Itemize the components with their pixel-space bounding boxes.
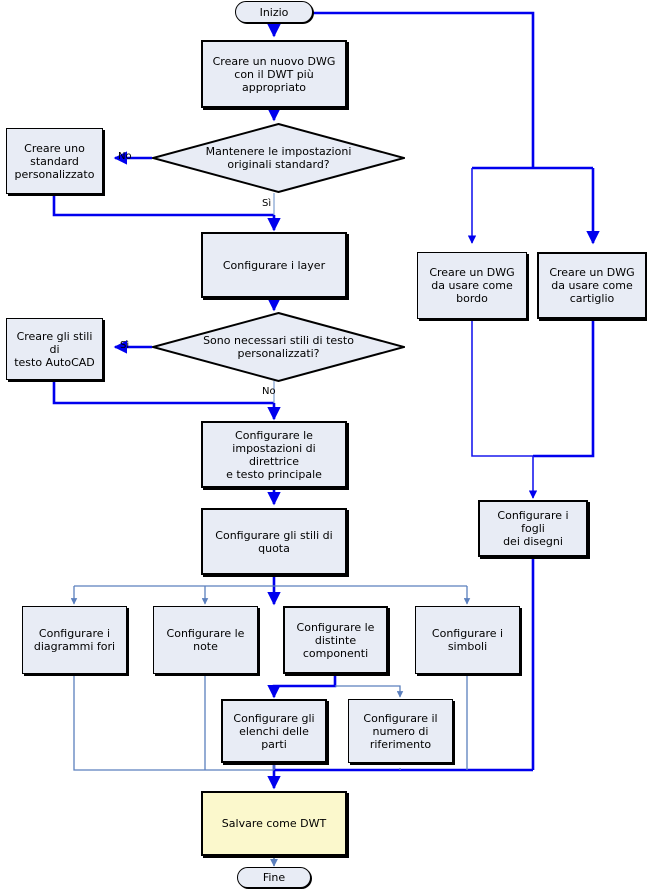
node-creare-nuovo-dwg[interactable]: Creare un nuovo DWG con il DWT più appro… bbox=[201, 40, 347, 108]
node-dwg-cartiglio[interactable]: Creare un DWG da usare come cartiglio bbox=[537, 252, 647, 319]
node-stili-quota[interactable]: Configurare gli stili di quota bbox=[201, 508, 347, 575]
node-dwg-bordo-label: Creare un DWG da usare come bordo bbox=[429, 266, 515, 305]
node-salvare-come-dwt[interactable]: Salvare come DWT bbox=[201, 791, 347, 856]
node-distinte-componenti[interactable]: Configurare le distinte componenti bbox=[283, 606, 388, 674]
node-numero-riferimento-label: Configurare il numero di riferimento bbox=[363, 711, 438, 751]
node-note-label: Configurare le note bbox=[166, 627, 245, 653]
node-note[interactable]: Configurare le note bbox=[153, 606, 258, 674]
edge-label-no-testo: No bbox=[262, 386, 276, 397]
node-distinte-componenti-label: Configurare le distinte componenti bbox=[296, 620, 375, 660]
node-fine[interactable]: Fine bbox=[237, 867, 311, 888]
node-inizio[interactable]: Inizio bbox=[235, 1, 313, 23]
node-decisione-standard[interactable]: Mantenere le impostazioni originali stan… bbox=[152, 123, 405, 193]
node-direttrice-testo-principale[interactable]: Configurare le impostazioni di direttric… bbox=[201, 421, 347, 488]
edge-label-si-standard: Sì bbox=[262, 198, 272, 209]
node-salvare-come-dwt-label: Salvare come DWT bbox=[221, 817, 327, 830]
edge-label-no-standard: No bbox=[118, 151, 132, 162]
node-decisione-stili-testo-label: Sono necessari stili di testo personaliz… bbox=[203, 334, 354, 360]
node-elenchi-parti-label: Configurare gli elenchi delle parti bbox=[233, 711, 315, 751]
node-stili-testo-autocad-label: Creare gli stili di testo AutoCAD bbox=[14, 329, 95, 369]
node-standard-personalizzato[interactable]: Creare uno standard personalizzato bbox=[6, 128, 103, 194]
node-fine-label: Fine bbox=[262, 871, 286, 884]
node-decisione-stili-testo[interactable]: Sono necessari stili di testo personaliz… bbox=[152, 312, 405, 382]
node-elenchi-parti[interactable]: Configurare gli elenchi delle parti bbox=[221, 699, 327, 763]
node-diagrammi-fori[interactable]: Configurare i diagrammi fori bbox=[22, 606, 127, 674]
decision-diamond-shape bbox=[152, 312, 405, 382]
node-fogli-disegni-label: Configurare i fogli dei disegni bbox=[497, 509, 569, 548]
node-fogli-disegni[interactable]: Configurare i fogli dei disegni bbox=[478, 500, 588, 557]
node-stili-quota-label: Configurare gli stili di quota bbox=[215, 528, 333, 555]
node-standard-personalizzato-label: Creare uno standard personalizzato bbox=[14, 141, 95, 181]
node-decisione-standard-label: Mantenere le impostazioni originali stan… bbox=[205, 145, 352, 171]
node-dwg-bordo[interactable]: Creare un DWG da usare come bordo bbox=[417, 252, 527, 319]
node-stili-testo-autocad[interactable]: Creare gli stili di testo AutoCAD bbox=[6, 318, 103, 380]
node-diagrammi-fori-label: Configurare i diagrammi fori bbox=[33, 627, 116, 653]
node-inizio-label: Inizio bbox=[259, 5, 289, 19]
node-numero-riferimento[interactable]: Configurare il numero di riferimento bbox=[348, 699, 453, 763]
edge-label-si-testo: Sì bbox=[120, 340, 130, 351]
node-direttrice-testo-principale-label: Configurare le impostazioni di direttric… bbox=[226, 428, 322, 481]
node-creare-nuovo-dwg-label: Creare un nuovo DWG con il DWT più appro… bbox=[212, 54, 336, 94]
node-configurare-layer-label: Configurare i layer bbox=[222, 258, 326, 272]
node-dwg-cartiglio-label: Creare un DWG da usare come cartiglio bbox=[549, 266, 635, 305]
node-simboli[interactable]: Configurare i simboli bbox=[415, 606, 520, 674]
node-simboli-label: Configurare i simboli bbox=[431, 627, 504, 653]
node-configurare-layer[interactable]: Configurare i layer bbox=[201, 232, 347, 298]
